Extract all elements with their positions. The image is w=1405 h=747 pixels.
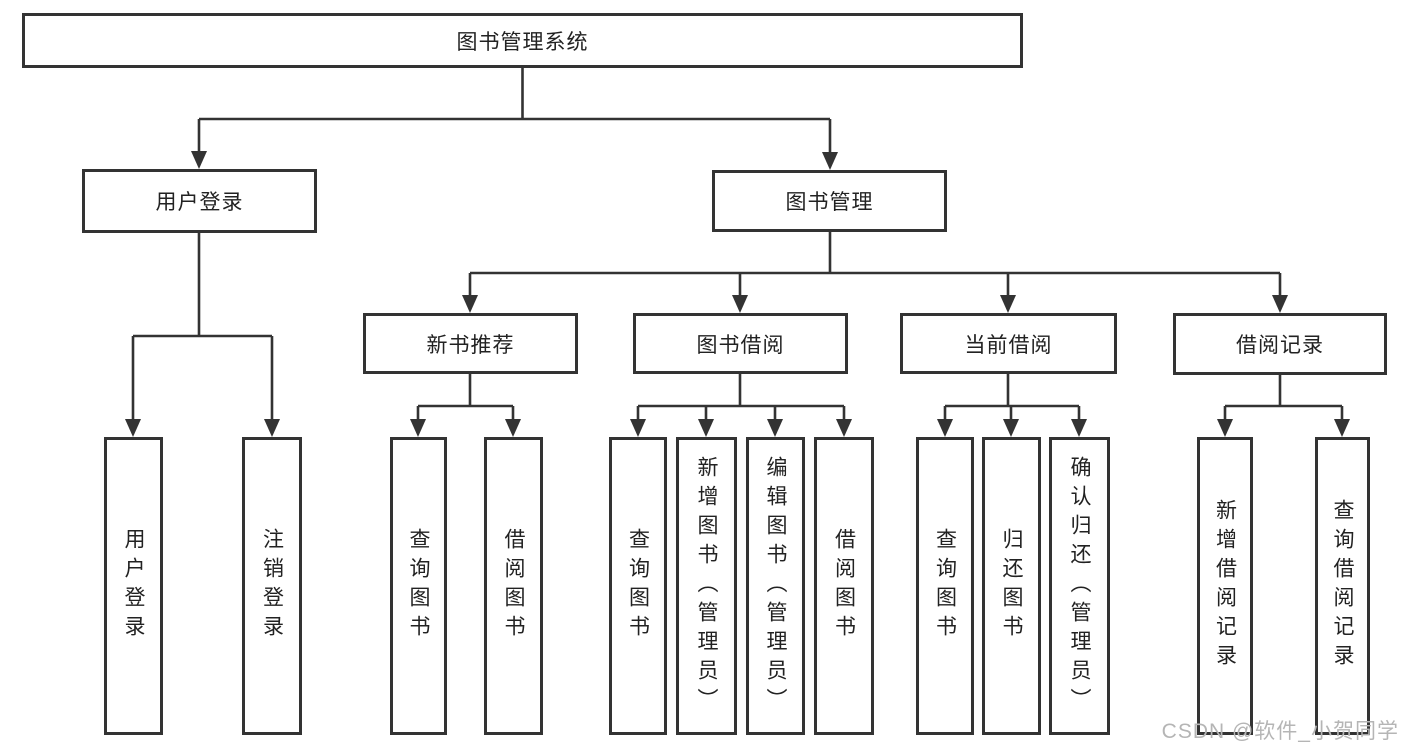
leaf-return-books: 归还图书 [982,437,1041,735]
leaf-borrow-books-recommend: 借阅图书 [484,437,543,735]
node-label: 确认归还（管理员） [1068,455,1091,717]
node-label: 图书管理系统 [456,30,589,54]
node-new-book-recommendation: 新书推荐 [363,313,578,374]
leaf-edit-books-admin: 编辑图书（管理员） [746,437,805,735]
leaf-query-books-borrowing: 查询图书 [609,437,667,735]
node-label: 归还图书 [1000,528,1023,644]
node-label: 借阅图书 [502,528,525,644]
node-label: 查询图书 [407,528,430,644]
node-user-login: 用户登录 [82,169,317,233]
leaf-query-borrow-record: 查询借阅记录 [1315,437,1370,735]
leaf-query-books-current: 查询图书 [916,437,974,735]
node-label: 查询图书 [933,528,957,644]
node-label: 编辑图书（管理员） [764,455,787,717]
node-label: 借阅记录 [1236,334,1324,357]
node-label: 查询图书 [626,528,650,644]
node-book-borrowing: 图书借阅 [633,313,848,374]
node-current-borrowing: 当前借阅 [900,313,1117,374]
leaf-add-books-admin: 新增图书（管理员） [676,437,737,735]
watermark: CSDN @软件_小贺同学 [1161,720,1399,743]
leaf-logout: 注销登录 [242,437,302,735]
node-label: 注销登录 [260,528,284,644]
leaf-user-login: 用户登录 [104,437,163,735]
leaf-confirm-return-admin: 确认归还（管理员） [1049,437,1110,735]
leaf-query-books-recommend: 查询图书 [390,437,447,735]
node-label: 借阅图书 [832,528,856,644]
leaf-borrow-books-borrowing: 借阅图书 [814,437,874,735]
node-borrowing-records: 借阅记录 [1173,313,1387,375]
node-library-management-system: 图书管理系统 [22,13,1023,68]
node-label: 新书推荐 [426,333,515,357]
node-book-management: 图书管理 [712,170,947,232]
node-label: 用户登录 [155,191,244,214]
node-label: 新增借阅记录 [1213,499,1237,673]
node-label: 当前借阅 [964,333,1053,357]
node-label: 新增图书（管理员） [695,455,718,717]
leaf-add-borrow-record: 新增借阅记录 [1197,437,1253,735]
node-label: 图书借阅 [696,333,785,357]
node-label: 查询借阅记录 [1331,499,1354,673]
node-label: 图书管理 [785,191,874,214]
node-label: 用户登录 [122,528,145,644]
